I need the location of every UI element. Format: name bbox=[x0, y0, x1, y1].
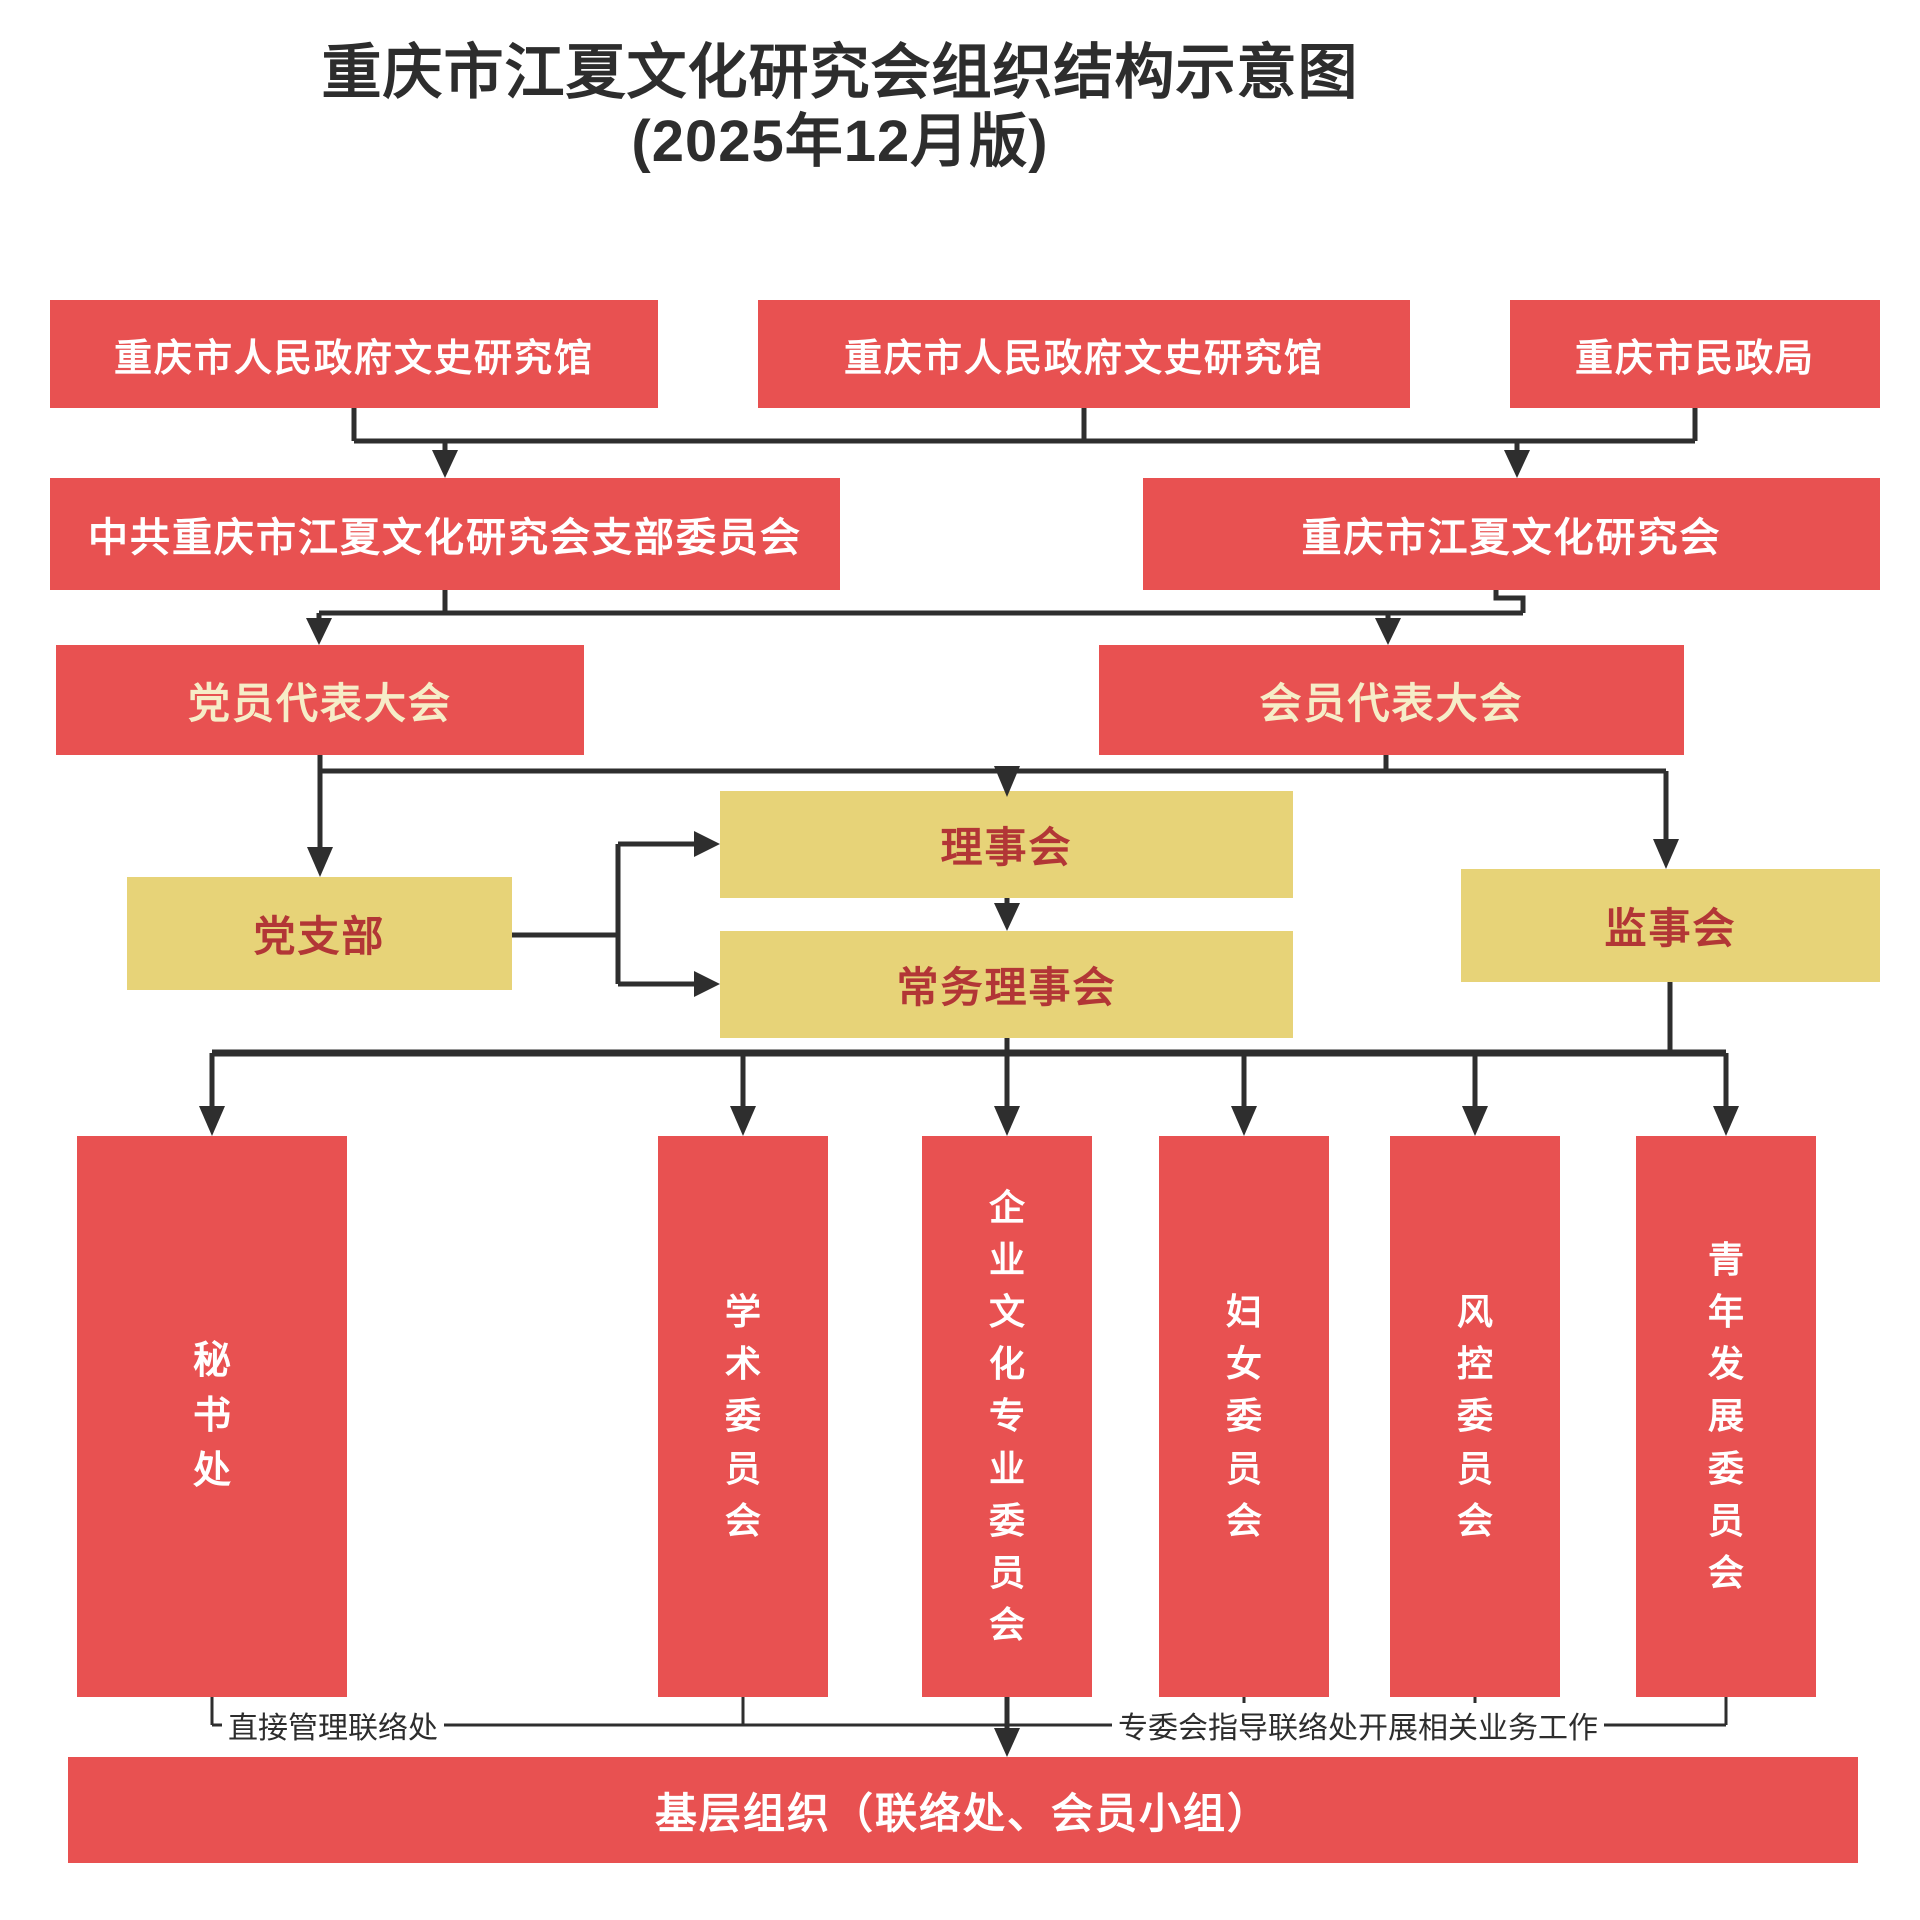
node-risk-control-committee-label: 风控委员会 bbox=[1456, 1291, 1493, 1541]
arrow-to-association bbox=[1504, 450, 1530, 478]
node-grassroots-label: 基层组织（联络处、会员小组） bbox=[654, 1789, 1271, 1837]
node-association-label: 重庆市江夏文化研究会 bbox=[1301, 516, 1722, 560]
node-minzhengju: 重庆市民政局 bbox=[1510, 300, 1880, 408]
node-standing-council-label: 常务理事会 bbox=[896, 964, 1117, 1011]
node-risk-control-committee: 风控委员会 bbox=[1390, 1136, 1560, 1697]
arrow-branch-to-standing-council bbox=[694, 971, 720, 997]
arrow-to-party-branch bbox=[307, 847, 333, 877]
node-secretariat: 秘书处 bbox=[77, 1136, 347, 1697]
node-party-branch: 党支部 bbox=[127, 877, 512, 990]
arrow-to-academic bbox=[730, 1106, 756, 1136]
node-supervisory-board: 监事会 bbox=[1461, 869, 1880, 982]
arrow-to-grassroots bbox=[994, 1728, 1020, 1757]
node-council: 理事会 bbox=[720, 791, 1293, 898]
node-enterprise-culture-committee-label: 企业文化专业委员会 bbox=[988, 1186, 1025, 1646]
node-wenshiguan-mid: 重庆市人民政府文史研究馆 bbox=[758, 300, 1410, 408]
connector-party-branch bbox=[512, 841, 694, 987]
arrow-to-supervisory-board bbox=[1653, 839, 1679, 869]
node-member-congress-label: 会员代表大会 bbox=[1259, 679, 1524, 727]
node-minzhengju-label: 重庆市民政局 bbox=[1574, 337, 1815, 380]
node-enterprise-culture-committee: 企业文化专业委员会 bbox=[922, 1136, 1092, 1697]
node-wenshiguan-left: 重庆市人民政府文史研究馆 bbox=[50, 300, 658, 408]
node-party-branch-committee: 中共重庆市江夏文化研究会支部委员会 bbox=[50, 478, 840, 590]
node-member-congress: 会员代表大会 bbox=[1099, 645, 1684, 755]
node-association: 重庆市江夏文化研究会 bbox=[1143, 478, 1880, 590]
arrow-to-member-congress bbox=[1375, 618, 1401, 645]
chart-title-line2: (2025年12月版) bbox=[631, 109, 1049, 174]
node-standing-council: 常务理事会 bbox=[720, 931, 1293, 1038]
node-youth-committee-label: 青年发展委员会 bbox=[1707, 1238, 1744, 1593]
node-party-branch-committee-label: 中共重庆市江夏文化研究会支部委员会 bbox=[88, 516, 802, 560]
node-women-committee: 妇女委员会 bbox=[1159, 1136, 1329, 1697]
node-party-branch-label: 党支部 bbox=[253, 913, 386, 960]
arrow-to-women bbox=[1231, 1106, 1257, 1136]
node-youth-committee: 青年发展委员会 bbox=[1636, 1136, 1816, 1697]
connector-top-row bbox=[351, 408, 1698, 452]
arrow-to-party-branch-committee bbox=[432, 450, 458, 478]
node-party-congress-label: 党员代表大会 bbox=[187, 679, 452, 727]
node-party-congress: 党员代表大会 bbox=[56, 645, 584, 755]
annotation-committee-guidance: 专委会指导联络处开展相关业务工作 bbox=[1112, 1703, 1604, 1747]
node-women-committee-label: 妇女委员会 bbox=[1225, 1291, 1262, 1541]
arrow-to-standing-council-top bbox=[994, 903, 1020, 931]
chart-title: 重庆市江夏文化研究会组织结构示意图 (2025年12月版) bbox=[0, 38, 1680, 177]
arrow-to-party-congress bbox=[306, 618, 332, 645]
node-secretariat-label: 秘书处 bbox=[192, 1339, 231, 1493]
node-grassroots: 基层组织（联络处、会员小组） bbox=[68, 1757, 1858, 1863]
annotation-direct-manage: 直接管理联络处 bbox=[222, 1703, 444, 1747]
arrow-branch-to-council bbox=[694, 831, 720, 857]
connector-row2 bbox=[316, 590, 1526, 620]
node-supervisory-board-label: 监事会 bbox=[1604, 905, 1737, 952]
node-academic-committee-label: 学术委员会 bbox=[724, 1291, 761, 1541]
node-council-label: 理事会 bbox=[940, 824, 1073, 871]
node-wenshiguan-left-label: 重庆市人民政府文史研究馆 bbox=[113, 337, 594, 380]
node-wenshiguan-mid-label: 重庆市人民政府文史研究馆 bbox=[843, 337, 1324, 380]
arrow-to-secretariat bbox=[199, 1106, 225, 1136]
arrow-to-enterprise-culture bbox=[994, 1106, 1020, 1136]
arrow-to-youth bbox=[1713, 1106, 1739, 1136]
arrow-to-risk-control bbox=[1462, 1106, 1488, 1136]
node-academic-committee: 学术委员会 bbox=[658, 1136, 828, 1697]
chart-title-line1: 重庆市江夏文化研究会组织结构示意图 bbox=[321, 39, 1359, 106]
